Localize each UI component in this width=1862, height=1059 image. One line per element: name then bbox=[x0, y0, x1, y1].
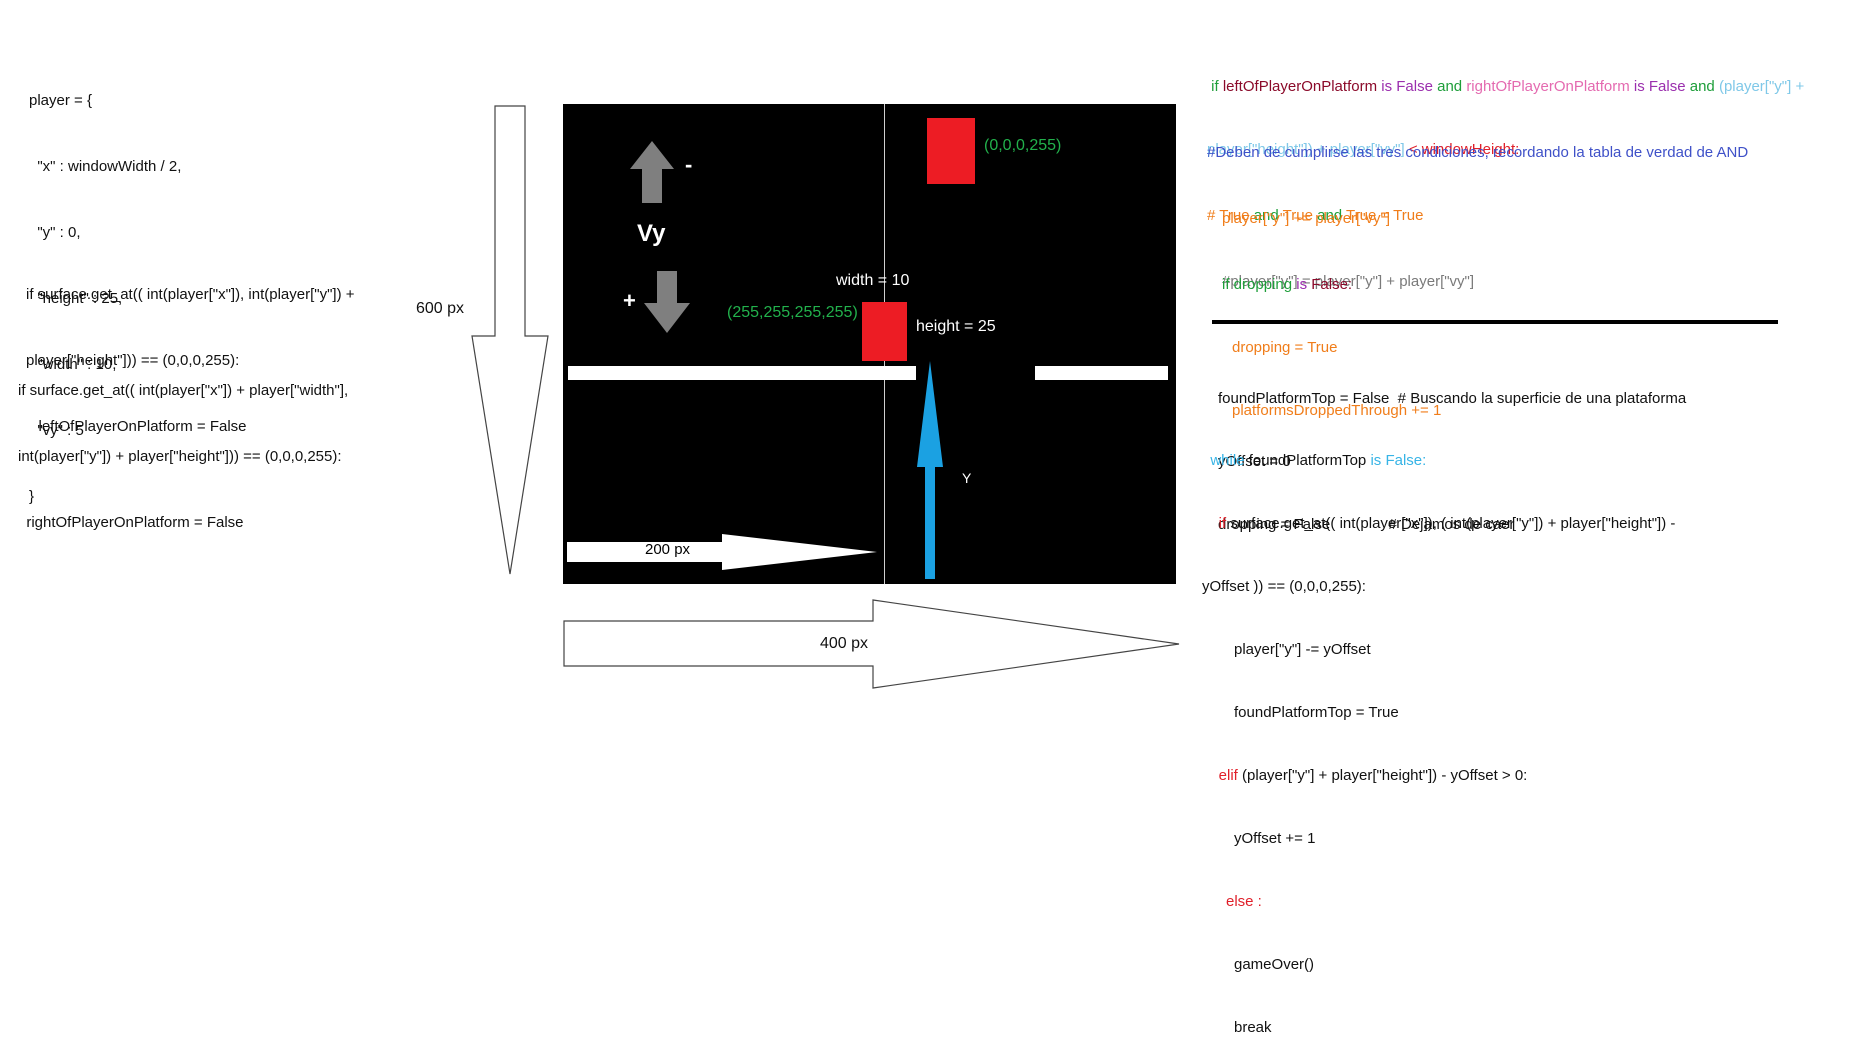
code-line: if dropping is False: bbox=[1222, 276, 1353, 293]
game-canvas: - Vy + (0,0,0,255) width = 10 (255,255,2… bbox=[563, 104, 1176, 584]
reset-block: foundPlatformTop = False # Buscando la s… bbox=[1218, 346, 1686, 556]
vy-label: Vy bbox=[637, 220, 666, 247]
code-line: platformsDroppedThrough += 1 bbox=[1232, 402, 1442, 419]
height-label: 600 px bbox=[416, 300, 465, 317]
code-line: "x" : windowWidth / 2, bbox=[29, 158, 182, 175]
code-line: break bbox=[1234, 1019, 1272, 1036]
gap-label: 200 px bbox=[645, 541, 691, 558]
down-arrow-icon bbox=[644, 271, 690, 333]
height-annotation: height = 25 bbox=[916, 318, 996, 335]
gap-right-arrow bbox=[567, 534, 877, 570]
code-line: "height" : 25, bbox=[29, 290, 123, 307]
code-line: player["y"] -= yOffset bbox=[1234, 641, 1371, 658]
divider bbox=[1212, 320, 1778, 324]
code-line: "vy" : 5 bbox=[29, 422, 84, 439]
platform-left bbox=[568, 366, 916, 380]
up-arrow-icon bbox=[630, 141, 674, 203]
height-down-arrow bbox=[471, 105, 549, 575]
width-right-arrow bbox=[563, 599, 1180, 689]
code-line: player["height"])) == (0,0,0,255): bbox=[26, 352, 240, 369]
player-dict-code: player = { "x" : windowWidth / 2, "y" : … bbox=[29, 46, 181, 530]
code-line: if surface.get_at(( int(player["x"]), ( … bbox=[1218, 515, 1676, 532]
comment-line: #Deben de cumplirse las tres condiciones… bbox=[1207, 144, 1749, 161]
code-line: "y" : 0, bbox=[29, 224, 81, 241]
minus-label: - bbox=[685, 152, 693, 177]
plus-label: + bbox=[623, 288, 636, 313]
if-right-code: if surface.get_at(( int(player["x"]) + p… bbox=[18, 336, 348, 556]
comment-line: # True and True and True = True bbox=[1207, 207, 1424, 224]
y-up-arrow-icon bbox=[917, 361, 943, 579]
comment-block: #Deben de cumplirse las tres condiciones… bbox=[1207, 100, 1748, 247]
code-line: if surface.get_at(( int(player["x"]) + p… bbox=[18, 382, 349, 399]
code-line: elif (player["y"] + player["height"]) - … bbox=[1218, 767, 1528, 784]
dropping-block: if dropping is False: dropping = True pl… bbox=[1222, 232, 1441, 442]
white-color-label: (255,255,255,255) bbox=[727, 304, 858, 321]
code-line: player["height"]) + player["vy"] < windo… bbox=[1207, 141, 1520, 158]
update-block: player["y"] += player["vy"] #player["y"]… bbox=[1222, 166, 1474, 313]
code-line: "width" : 10, bbox=[29, 356, 117, 373]
code-line: dropping = True bbox=[1232, 339, 1338, 356]
code-line: } bbox=[29, 488, 35, 505]
code-line: if surface.get_at(( int(player["x"]), in… bbox=[26, 286, 355, 303]
player-box bbox=[862, 302, 907, 361]
while-line: while foundPlatformTop is False: bbox=[1210, 452, 1427, 469]
code-line: rightOfPlayerOnPlatform = False bbox=[18, 514, 244, 531]
code-line: foundPlatformTop = False # Buscando la s… bbox=[1218, 390, 1687, 407]
y-axis-label: Y bbox=[962, 470, 972, 486]
code-line: leftOfPlayerOnPlatform = False bbox=[26, 418, 247, 435]
black-color-label: (0,0,0,255) bbox=[984, 137, 1062, 154]
red-player-top bbox=[927, 118, 975, 184]
code-line: yOffset = 0 bbox=[1218, 453, 1291, 470]
width-label: 400 px bbox=[820, 635, 869, 652]
code-line: yOffset += 1 bbox=[1234, 830, 1316, 847]
code-line: dropping = False # Dejamos de caer bbox=[1218, 516, 1515, 533]
code-line: player = { bbox=[29, 92, 92, 109]
code-line: yOffset )) == (0,0,0,255): bbox=[1202, 578, 1366, 595]
if-left-code: if surface.get_at(( int(player["x"]), in… bbox=[26, 240, 355, 460]
code-line: gameOver() bbox=[1234, 956, 1315, 973]
code-line: #player["y"] = player["y"] + player["vy"… bbox=[1222, 273, 1475, 290]
code-line: else : bbox=[1226, 893, 1262, 910]
platform-right bbox=[1035, 366, 1168, 380]
loop-block: if surface.get_at(( int(player["x"]), ( … bbox=[1202, 471, 1675, 1059]
code-line: if leftOfPlayerOnPlatform is False and r… bbox=[1211, 78, 1805, 95]
width-annotation: width = 10 bbox=[836, 272, 910, 289]
code-line: player["y"] += player["vy"] bbox=[1222, 210, 1391, 227]
code-line: foundPlatformTop = True bbox=[1234, 704, 1399, 721]
main-condition: if leftOfPlayerOnPlatform is False and r… bbox=[1207, 34, 1804, 181]
code-line: int(player["y"]) + player["height"])) ==… bbox=[18, 448, 342, 465]
